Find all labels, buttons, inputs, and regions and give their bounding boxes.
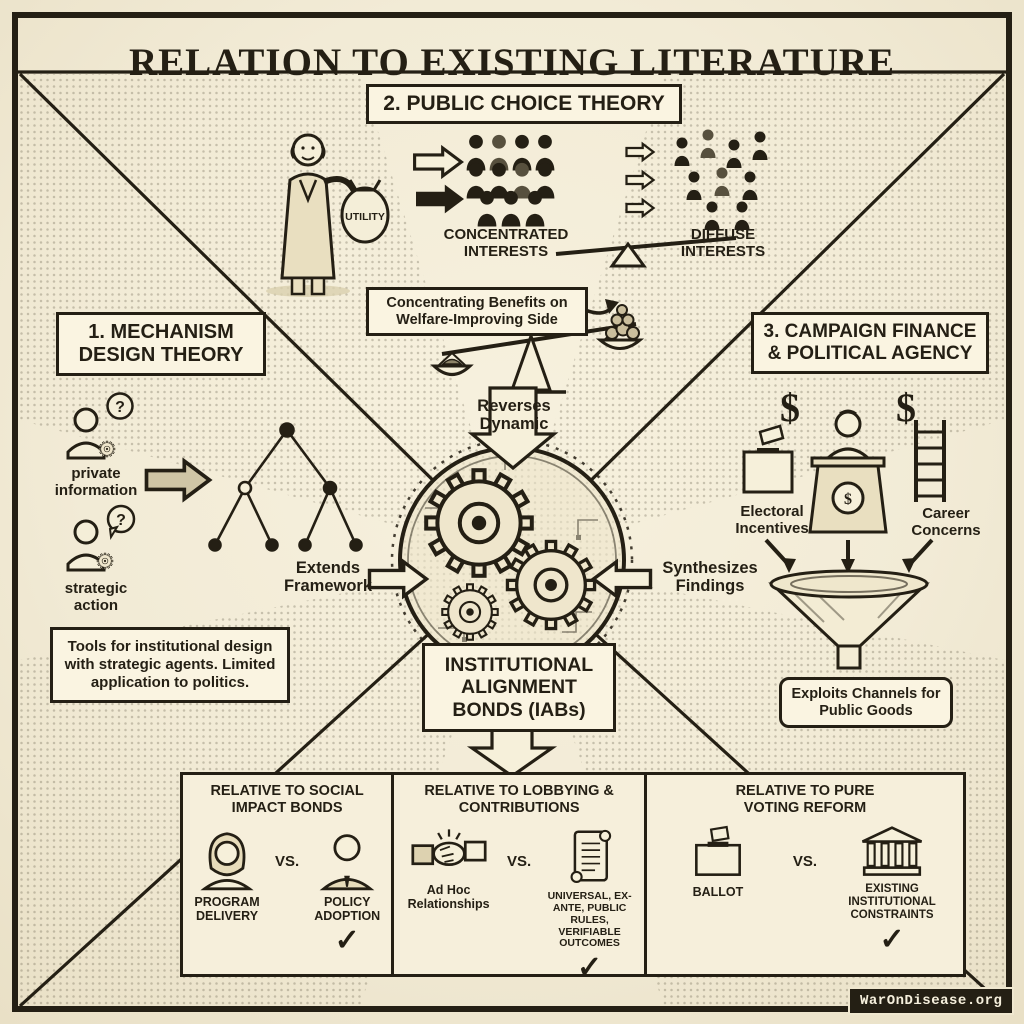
strategic-action-icon: ? xyxy=(66,504,136,572)
concentrated-crowd-icon xyxy=(466,134,555,227)
gears-medallion-icon xyxy=(390,438,634,682)
comparison-col-voting-reform: RELATIVE TO PURE VOTING REFORM BALLOT VS… xyxy=(643,775,963,974)
podium-dollar-icon: $ xyxy=(844,491,852,508)
question-mark-icon: ? xyxy=(116,512,126,529)
reverses-down-arrow-icon xyxy=(467,386,559,471)
comparison-right-label: EXISTING INSTITUTIONAL CONSTRAINTS xyxy=(848,883,936,922)
exploits-channels-box: Exploits Channels for Public Goods xyxy=(779,677,953,729)
comparison-panel: RELATIVE TO SOCIAL IMPACT BONDS PROGRAM … xyxy=(180,772,966,983)
private-information-label: private information xyxy=(54,465,138,499)
arrow-right-outline-icon xyxy=(413,146,463,178)
comparison-left-label: Ad Hoc Relationships xyxy=(407,883,490,912)
comparison-left-label: PROGRAM DELIVERY xyxy=(194,895,260,924)
comparison-col-lobbying: RELATIVE TO LOBBYING & CONTRIBUTIONS Ad … xyxy=(391,775,644,983)
concentrating-benefits-box: Concentrating Benefits on Welfare-Improv… xyxy=(366,287,588,337)
politician-podium-icon: $ xyxy=(808,409,888,534)
synthesizes-findings-label: Synthesizes Findings xyxy=(662,559,758,596)
comparison-right-item: POLICY ADOPTION ✓ xyxy=(307,825,387,956)
diffuse-interests-label: DIFFUSE INTERESTS xyxy=(680,226,766,260)
comparison-left-item: PROGRAM DELIVERY xyxy=(187,825,267,956)
comparison-left-label: BALLOT xyxy=(692,885,744,900)
scroll-icon xyxy=(570,830,611,884)
career-concerns-label: Career Concerns xyxy=(911,505,981,539)
dollar-sign-icon: $ xyxy=(780,385,800,430)
check-icon: ✓ xyxy=(879,922,905,956)
concentrated-interests-label: CONCENTRATED INTERESTS xyxy=(443,226,569,260)
comparison-left-item: BALLOT xyxy=(651,825,785,955)
check-icon: ✓ xyxy=(577,951,603,985)
mechanism-tools-box: Tools for institutional design with stra… xyxy=(50,627,290,703)
comparison-col-social-impact-bonds: RELATIVE TO SOCIAL IMPACT BONDS PROGRAM … xyxy=(183,775,391,974)
iab-center-box: INSTITUTIONAL ALIGNMENT BONDS (IABs) xyxy=(422,643,616,733)
electoral-incentives-label: Electoral Incentives xyxy=(735,503,809,537)
comparison-right-label: POLICY ADOPTION xyxy=(314,895,381,924)
extends-framework-label: Extends Framework xyxy=(283,559,373,596)
comparison-right-item: UNIVERSAL, EX-ANTE, PUBLIC RULES, VERIFI… xyxy=(539,825,640,983)
diffuse-arrows-icon xyxy=(625,142,655,218)
public-choice-heading: 2. PUBLIC CHOICE THEORY xyxy=(366,84,682,124)
comparison-right-item: EXISTING INSTITUTIONAL CONSTRAINTS ✓ xyxy=(825,825,959,955)
balance-scale-icon xyxy=(430,304,645,394)
vs-label: VS. xyxy=(792,853,818,871)
strategic-action-label: strategic action xyxy=(64,580,128,614)
vs-label: VS. xyxy=(275,853,300,871)
comparison-heading: RELATIVE TO LOBBYING & CONTRIBUTIONS xyxy=(424,783,614,816)
ladder-icon xyxy=(914,420,946,502)
funnel-icon xyxy=(768,569,930,670)
vs-label: VS. xyxy=(507,853,532,871)
handshake-icon xyxy=(411,829,487,867)
seesaw-icon xyxy=(555,236,737,268)
comparison-left-item: Ad Hoc Relationships xyxy=(398,825,499,983)
page-title: RELATION TO EXISTING LITERATURE xyxy=(128,41,896,85)
game-tree-icon xyxy=(208,422,363,552)
comparison-heading: RELATIVE TO PURE VOTING REFORM xyxy=(735,783,875,816)
politician-money-bag-icon: UTILITY xyxy=(266,133,390,297)
comparison-heading: RELATIVE TO SOCIAL IMPACT BONDS xyxy=(210,783,364,816)
ballot-box-icon xyxy=(742,424,794,494)
private-information-icon: ? xyxy=(66,392,134,460)
comparison-right-label: UNIVERSAL, EX-ANTE, PUBLIC RULES, VERIFI… xyxy=(547,890,632,950)
bank-institution-icon xyxy=(861,826,923,877)
arrow-right-solid-icon xyxy=(416,184,464,214)
check-icon: ✓ xyxy=(334,924,360,958)
funnel-arrows-icon xyxy=(764,538,934,574)
mechanism-design-heading: 1. MECHANISM DESIGN THEORY xyxy=(56,312,266,376)
dollar-sign-icon: $ xyxy=(896,385,916,430)
reverses-dynamic-label: Reverses Dynamic xyxy=(477,397,551,434)
utility-bag-label: UTILITY xyxy=(345,211,385,223)
campaign-finance-heading: 3. CAMPAIGN FINANCE & POLITICAL AGENCY xyxy=(751,312,989,374)
watermark: WarOnDisease.org xyxy=(848,987,1015,1015)
question-mark-icon: ? xyxy=(115,399,125,416)
man-suit-icon xyxy=(319,834,375,891)
ballot-icon xyxy=(694,826,741,877)
woman-icon xyxy=(200,832,254,891)
